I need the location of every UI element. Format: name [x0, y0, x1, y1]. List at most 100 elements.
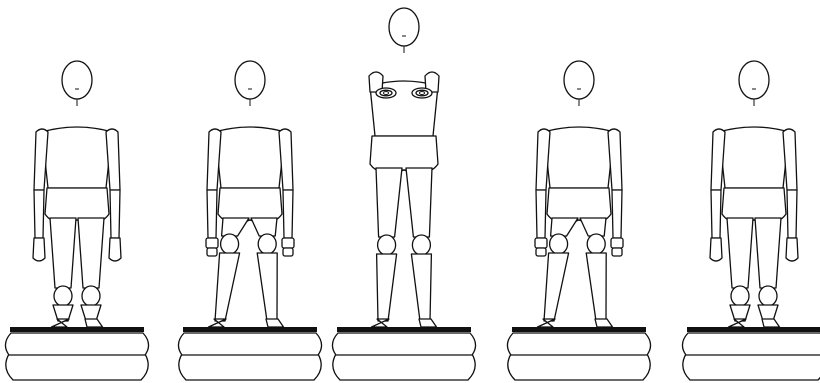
left-arm — [33, 129, 48, 261]
left-leg — [372, 168, 403, 327]
left-forearm — [34, 190, 44, 238]
right-forearm — [612, 190, 622, 238]
left-foot — [209, 319, 227, 327]
pedestal — [507, 327, 650, 380]
right-leg — [78, 218, 104, 327]
pedestal-plate — [337, 327, 471, 332]
right-leg — [251, 218, 284, 327]
figures-group — [5, 8, 820, 380]
left-thigh — [222, 218, 249, 236]
left-knee — [221, 234, 239, 254]
torso — [544, 127, 614, 188]
left-hand — [710, 238, 722, 261]
pedestal-lower-tier — [179, 354, 321, 380]
left-upper-arm — [34, 129, 48, 190]
torso — [42, 127, 112, 188]
head — [389, 8, 419, 46]
left-knee — [54, 286, 72, 306]
left-fist-knuckles — [536, 248, 546, 256]
pedestal-upper-tier — [5, 333, 148, 355]
left-hand — [33, 238, 45, 261]
right-knee — [587, 234, 605, 254]
pedestal — [682, 327, 820, 380]
torso — [719, 127, 789, 188]
head — [62, 61, 92, 99]
left-knee — [731, 286, 749, 306]
pedestal — [332, 327, 475, 380]
pedestal — [5, 327, 148, 380]
right-shin — [411, 254, 431, 321]
right-foot — [419, 319, 437, 327]
right-leg — [580, 218, 613, 327]
right-fist — [282, 238, 294, 248]
figure-2 — [178, 61, 321, 380]
right-thigh — [755, 218, 781, 288]
left-forearm — [207, 190, 217, 238]
left-shin — [215, 253, 240, 321]
left-thigh — [727, 218, 753, 288]
left-foot — [52, 319, 70, 327]
pedestal — [178, 327, 321, 380]
right-foot — [762, 319, 780, 327]
right-thigh — [580, 218, 606, 236]
left-knee — [550, 234, 568, 254]
left-foot — [538, 319, 556, 327]
right-thigh — [251, 218, 277, 236]
right-thigh — [406, 168, 432, 237]
left-fist-knuckles — [207, 248, 217, 256]
left-leg — [727, 218, 753, 327]
right-arm — [106, 129, 121, 261]
head — [564, 61, 594, 99]
right-forearm — [110, 190, 120, 238]
right-upper-arm — [106, 129, 120, 190]
right-fist-knuckles — [283, 248, 293, 256]
left-thigh — [551, 218, 578, 236]
left-upper-arm — [536, 129, 550, 190]
pedestal-upper-tier — [332, 333, 475, 355]
left-arm — [206, 129, 221, 256]
right-fist — [611, 238, 623, 248]
right-hand — [786, 238, 798, 261]
left-thigh — [50, 218, 76, 288]
right-shin — [257, 253, 277, 321]
right-leg — [755, 218, 781, 327]
left-upper-arm — [207, 129, 221, 190]
right-foot — [595, 319, 613, 327]
right-fist-knuckles — [612, 248, 622, 256]
pedestal-upper-tier — [178, 333, 321, 355]
right-knee — [82, 286, 100, 306]
right-forearm — [283, 190, 293, 238]
figure-5 — [682, 61, 820, 380]
pedestal-lower-tier — [6, 354, 148, 380]
pedestal-lower-tier — [508, 354, 650, 380]
pedestal-lower-tier — [683, 354, 820, 380]
right-foot — [85, 319, 103, 327]
left-thigh — [376, 168, 402, 237]
torso — [215, 127, 285, 188]
right-arm — [279, 129, 294, 256]
pedestal-lower-tier — [333, 354, 475, 380]
left-knee — [378, 235, 396, 255]
right-upper-arm — [783, 129, 797, 190]
left-foot — [729, 319, 747, 327]
right-thigh — [78, 218, 104, 288]
head — [739, 61, 769, 99]
pedestal-upper-tier — [507, 333, 650, 355]
pedestal-plate — [10, 327, 144, 332]
left-forearm — [711, 190, 721, 238]
left-shin — [377, 254, 397, 321]
right-upper-arm — [279, 129, 293, 190]
left-shin — [544, 253, 569, 321]
right-shin — [586, 253, 606, 321]
left-fist — [206, 238, 218, 248]
right-foot — [266, 319, 284, 327]
right-forearm — [787, 190, 797, 238]
left-leg — [50, 218, 76, 327]
right-knee — [759, 286, 777, 306]
pedestal-plate — [512, 327, 646, 332]
left-arm — [535, 129, 550, 256]
left-upper-arm — [711, 129, 725, 190]
pedestal-plate — [687, 327, 820, 332]
right-leg — [406, 168, 437, 327]
